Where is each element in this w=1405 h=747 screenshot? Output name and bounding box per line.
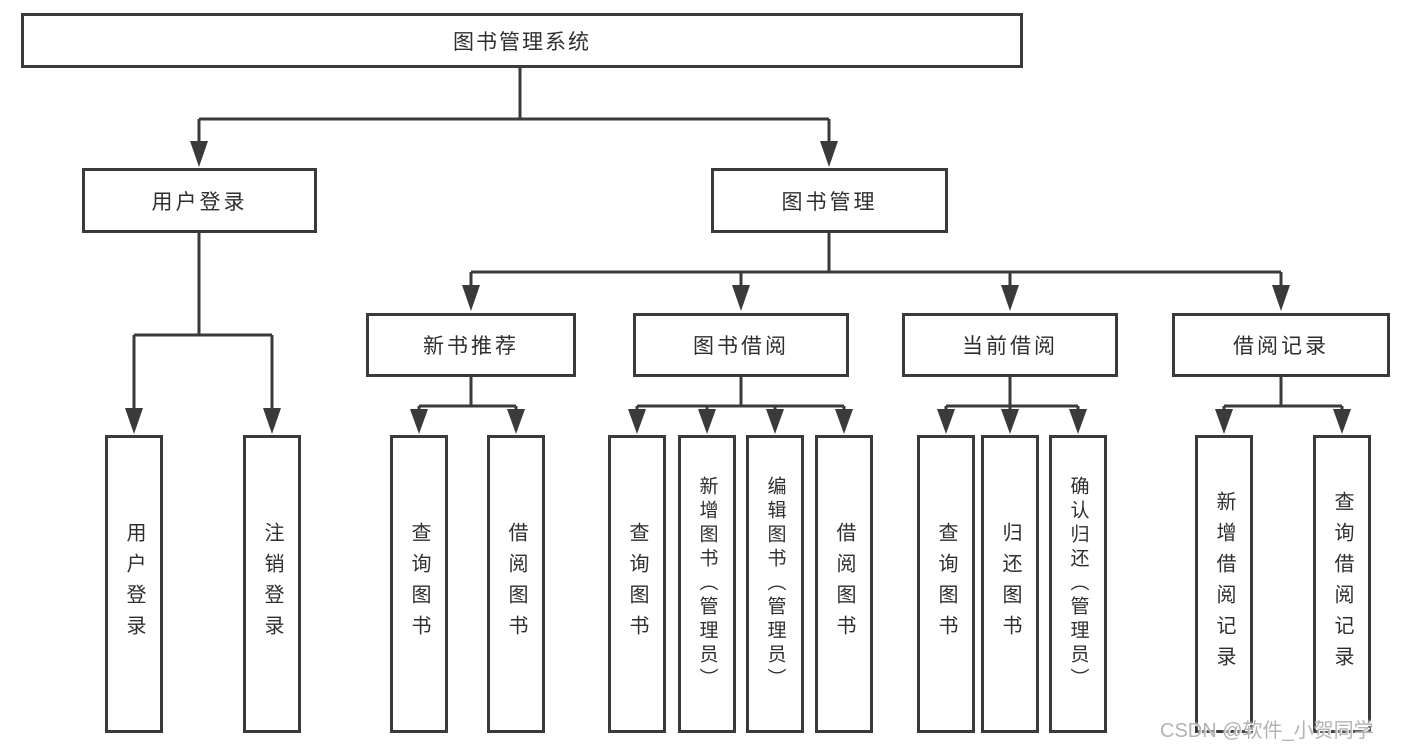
arrowhead-icon bbox=[190, 141, 208, 167]
leaf-label: 用户登录 bbox=[123, 522, 145, 646]
leaf-add-borrow-record: 新增借阅记录 bbox=[1195, 435, 1253, 733]
node-label: 当前借阅 bbox=[962, 335, 1058, 358]
arrowhead-icon bbox=[1333, 409, 1351, 434]
arrowhead-icon bbox=[937, 409, 955, 434]
leaf-logout-login: 注销登录 bbox=[243, 435, 301, 733]
leaf-query-books-borrow: 查询图书 bbox=[608, 435, 666, 733]
leaf-query-books-current: 查询图书 bbox=[917, 435, 975, 733]
leaf-label: 新增借阅记录 bbox=[1213, 491, 1235, 677]
node-label: 借阅记录 bbox=[1233, 335, 1329, 358]
arrowhead-icon bbox=[628, 409, 646, 434]
node-borrow-records: 借阅记录 bbox=[1172, 313, 1390, 377]
leaf-query-books-recommend: 查询图书 bbox=[390, 435, 448, 733]
leaf-label: 借阅图书 bbox=[833, 522, 855, 646]
node-label: 图书借阅 bbox=[693, 335, 789, 358]
node-new-book-recommend: 新书推荐 bbox=[366, 313, 576, 377]
connector-book-borrow-to-leaves bbox=[628, 377, 853, 434]
arrowhead-icon bbox=[125, 408, 143, 434]
arrowhead-icon bbox=[698, 409, 716, 434]
leaf-edit-book-admin: 编辑图书（管理员） bbox=[746, 435, 804, 733]
connector-root-to-level2 bbox=[190, 68, 838, 167]
connector-new-book-recommend-to-leaves bbox=[410, 377, 525, 434]
leaf-borrow-books: 借阅图书 bbox=[815, 435, 873, 733]
arrowhead-icon bbox=[732, 285, 750, 311]
leaf-label: 查询借阅记录 bbox=[1331, 491, 1353, 677]
arrowhead-icon bbox=[1001, 285, 1019, 311]
node-label: 用户登录 bbox=[151, 190, 248, 214]
leaf-label: 查询图书 bbox=[935, 522, 957, 646]
node-book-management: 图书管理 bbox=[711, 168, 948, 233]
connector-book-management-to-level3 bbox=[462, 233, 1290, 311]
node-library-management-system: 图书管理系统 bbox=[21, 13, 1023, 68]
arrowhead-icon bbox=[1069, 409, 1087, 434]
leaf-query-borrow-record: 查询借阅记录 bbox=[1313, 435, 1371, 733]
leaf-label: 归还图书 bbox=[999, 522, 1021, 646]
node-user-login: 用户登录 bbox=[82, 168, 317, 233]
arrowhead-icon bbox=[820, 141, 838, 167]
node-label: 新书推荐 bbox=[423, 335, 519, 358]
watermark: CSDN @软件_小贺同学 bbox=[1160, 720, 1374, 742]
connector-user-login-to-leaves bbox=[125, 233, 281, 434]
leaf-add-book-admin: 新增图书（管理员） bbox=[678, 435, 736, 733]
arrowhead-icon bbox=[835, 409, 853, 434]
leaf-borrow-books-recommend: 借阅图书 bbox=[487, 435, 545, 733]
node-current-borrow: 当前借阅 bbox=[902, 313, 1118, 377]
leaf-label: 查询图书 bbox=[408, 522, 430, 646]
node-label: 图书管理 bbox=[781, 190, 878, 214]
node-label: 图书管理系统 bbox=[453, 30, 591, 54]
connector-current-borrow-to-leaves bbox=[937, 377, 1087, 434]
arrowhead-icon bbox=[507, 409, 525, 434]
connector-borrow-records-to-leaves bbox=[1215, 377, 1351, 434]
leaf-label: 查询图书 bbox=[626, 522, 648, 646]
arrowhead-icon bbox=[1272, 285, 1290, 311]
arrowhead-icon bbox=[263, 408, 281, 434]
arrowhead-icon bbox=[766, 409, 784, 434]
arrowhead-icon bbox=[1001, 409, 1019, 434]
leaf-label: 编辑图书（管理员） bbox=[764, 476, 786, 692]
arrowhead-icon bbox=[410, 409, 428, 434]
node-book-borrow: 图书借阅 bbox=[633, 313, 849, 377]
arrowhead-icon bbox=[1215, 409, 1233, 434]
leaf-label: 借阅图书 bbox=[505, 522, 527, 646]
leaf-user-login: 用户登录 bbox=[105, 435, 163, 733]
leaf-label: 确认归还（管理员） bbox=[1067, 476, 1089, 692]
leaf-label: 注销登录 bbox=[261, 522, 283, 646]
leaf-return-books: 归还图书 bbox=[981, 435, 1039, 733]
arrowhead-icon bbox=[462, 285, 480, 311]
leaf-label: 新增图书（管理员） bbox=[696, 476, 718, 692]
leaf-confirm-return-admin: 确认归还（管理员） bbox=[1049, 435, 1107, 733]
